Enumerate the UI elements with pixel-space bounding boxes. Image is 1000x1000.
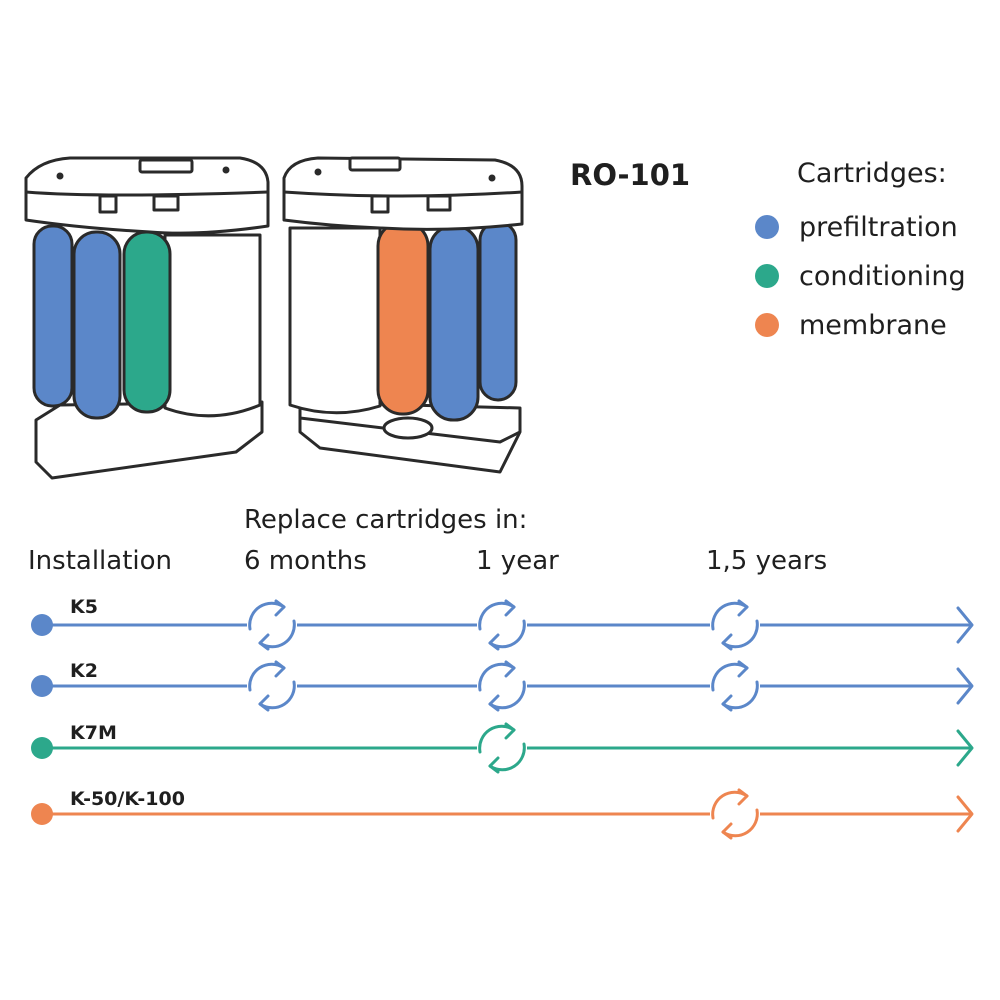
arrow-head-icon	[956, 795, 974, 833]
replace-cycle-icon	[711, 788, 759, 840]
cartridge-label-k-50-k-100: K-50/K-100	[70, 788, 185, 810]
legend-dot-prefiltration	[755, 215, 779, 239]
timeline-row	[31, 599, 974, 651]
replace-cycle-icon	[711, 660, 759, 712]
timeline-row	[31, 722, 974, 774]
legend-title: Cartridges:	[797, 158, 947, 189]
replace-cycle-icon	[478, 722, 526, 774]
milestone-6-months: 6 months	[244, 546, 367, 576]
legend-dot-conditioning	[755, 264, 779, 288]
timeline-row	[31, 660, 974, 712]
unit-back-view	[282, 156, 524, 474]
legend-label: conditioning	[799, 260, 966, 292]
cartridge-label-k5: K5	[70, 596, 98, 618]
legend-dot-membrane	[755, 313, 779, 337]
replace-cycle-icon	[248, 599, 296, 651]
cartridge-label-k7m: K7M	[70, 722, 117, 744]
replace-cycle-icon	[478, 660, 526, 712]
legend-label: prefiltration	[799, 211, 958, 243]
milestone-1-year: 1 year	[476, 546, 559, 576]
legend-item-membrane: membrane	[755, 309, 947, 341]
front-cartridge-prefiltration-2	[72, 230, 122, 420]
replace-cycle-icon	[478, 599, 526, 651]
timeline-row	[31, 788, 974, 840]
replace-heading: Replace cartridges in:	[244, 505, 528, 535]
milestone-1-5-years: 1,5 years	[706, 546, 828, 576]
model-title: RO-101	[570, 158, 691, 192]
unit-front-view	[24, 156, 270, 480]
front-cartridge-prefiltration-1	[32, 224, 74, 408]
replace-cycle-icon	[248, 660, 296, 712]
legend-label: membrane	[799, 309, 947, 341]
legend-item-conditioning: conditioning	[755, 260, 966, 292]
replace-cycle-icon	[711, 599, 759, 651]
milestone-installation: Installation	[28, 546, 173, 576]
arrow-head-icon	[956, 606, 974, 644]
legend-item-prefiltration: prefiltration	[755, 211, 958, 243]
cartridge-label-k2: K2	[70, 660, 98, 682]
arrow-head-icon	[956, 667, 974, 705]
arrow-head-icon	[956, 729, 974, 767]
ro-101-unit-illustration	[24, 156, 524, 480]
